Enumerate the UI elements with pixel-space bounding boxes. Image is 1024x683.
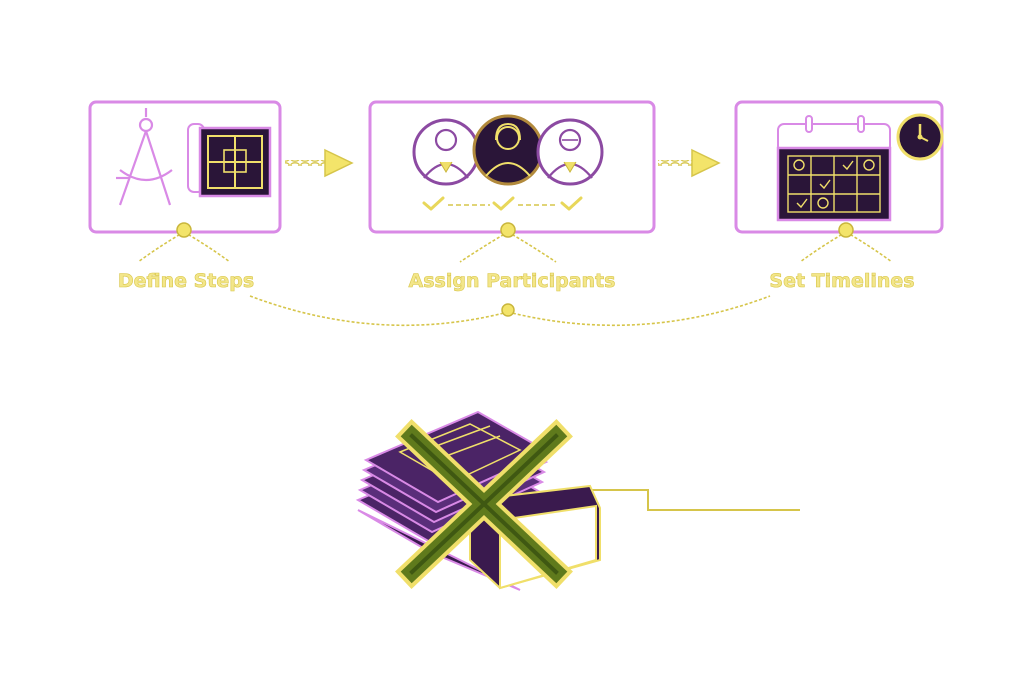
clock-icon (896, 113, 944, 161)
compass-icon (116, 108, 173, 206)
step-label-define-steps: Define Steps (118, 270, 254, 292)
arrow-1-to-2 (285, 148, 354, 178)
step-panel-define-steps (88, 100, 282, 234)
calendar-icon (776, 115, 892, 222)
participant-right-icon (536, 118, 604, 186)
checkmarks-row (422, 196, 583, 211)
step-label-assign-participants: Assign Participants (409, 270, 616, 292)
blueprint-icon (187, 123, 272, 198)
chain-connectors (137, 231, 893, 327)
crossed-out-paper-stack-icon (355, 410, 800, 591)
step-panel-set-timelines (734, 100, 944, 234)
step-label-set-timelines: Set Timelines (769, 270, 914, 292)
step-panel-assign-participants (368, 100, 656, 234)
chain-nodes (176, 222, 854, 317)
participant-left-icon (412, 118, 480, 186)
participant-center-icon (472, 114, 544, 186)
arrow-2-to-3 (658, 148, 721, 178)
